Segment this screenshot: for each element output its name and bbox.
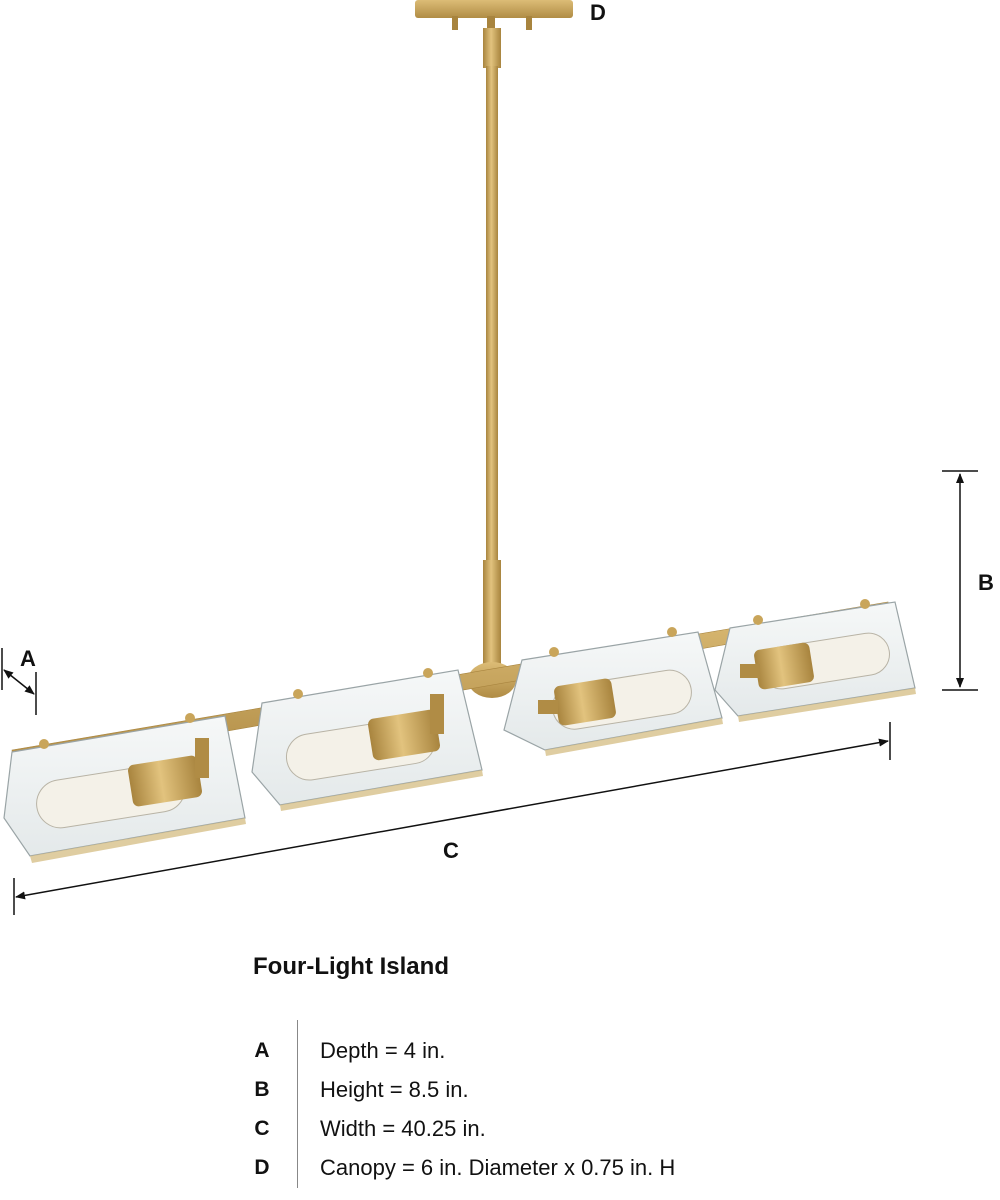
product-title: Four-Light Island [253,953,449,980]
fixture-diagram: A B C D [1,0,994,915]
dimension-d-label: D [590,0,606,25]
canopy [415,0,573,30]
spec-value: Width = 40.25 in. [320,1116,486,1141]
dimension-a-label: A [20,646,36,671]
downrod [468,28,516,698]
dimension-b-label: B [978,570,994,595]
dimension-c-label: C [443,838,459,863]
dimension-a: A [1,646,37,715]
glass-shade-2 [251,668,483,811]
spec-row-a: A Depth = 4 in. [250,1034,850,1068]
glass-shade-1 [3,713,246,863]
spec-key: A [254,1039,270,1062]
glass-shade-3 [503,627,723,756]
spec-key: D [254,1156,270,1179]
dimension-b: B [942,470,994,691]
spec-divider [297,1020,298,1188]
dimension-c: C [13,722,891,915]
spec-key: B [254,1078,270,1101]
spec-row-d: D Canopy = 6 in. Diameter x 0.75 in. H [250,1151,850,1185]
spec-row-c: C Width = 40.25 in. [250,1112,850,1146]
spec-row-b: B Height = 8.5 in. [250,1073,850,1107]
spec-value: Height = 8.5 in. [320,1077,469,1102]
spec-key: C [254,1117,270,1140]
spec-value: Depth = 4 in. [320,1038,446,1063]
glass-shade-4 [714,599,916,722]
spec-value: Canopy = 6 in. Diameter x 0.75 in. H [320,1155,676,1180]
